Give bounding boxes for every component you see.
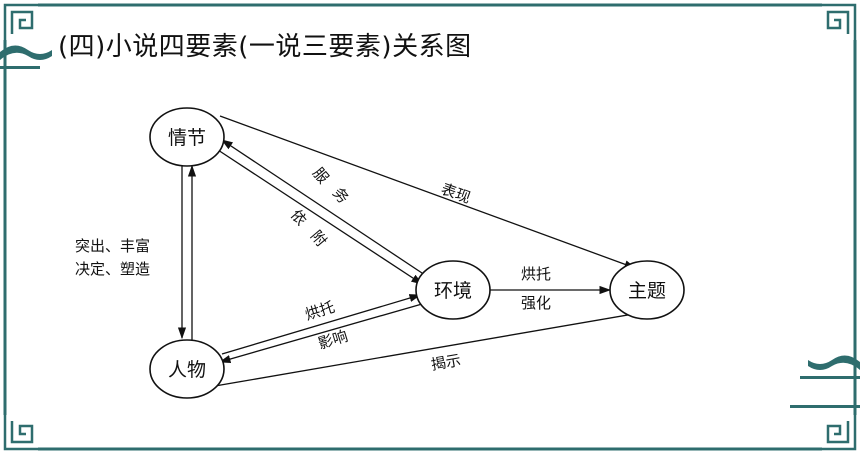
label-plot-theme: 表现 (439, 180, 473, 207)
node-character (149, 339, 225, 399)
label-environment-plot-a: 服 (309, 164, 332, 187)
edge-plot-to-environment (217, 149, 423, 285)
label-environment-character-1: 烘托 (303, 298, 337, 324)
edge-plot-to-theme (219, 115, 637, 269)
node-theme-label: 主题 (628, 280, 666, 302)
node-environment-label: 环境 (434, 280, 472, 302)
label-character-theme: 揭示 (430, 351, 463, 374)
node-character-label: 人物 (168, 359, 206, 381)
edge-character-to-theme (214, 309, 647, 387)
edge-environment-to-plot (221, 139, 426, 276)
label-plot-character-2: 决定、塑造 (75, 260, 150, 278)
label-environment-theme-1: 烘托 (521, 265, 551, 283)
edge-character-to-environment (221, 294, 422, 355)
label-environment-theme-2: 强化 (521, 294, 551, 312)
edge-environment-to-character (218, 303, 423, 364)
node-theme (609, 260, 685, 320)
page-title: (四)小说四要素(一说三要素)关系图 (58, 32, 472, 62)
label-environment-character-2: 影响 (316, 327, 350, 353)
frame-corner-ornaments (3, 3, 857, 451)
frame-cloud-ornaments (0, 45, 860, 408)
node-environment (415, 260, 491, 320)
node-plot-label: 情节 (168, 127, 206, 149)
node-plot (149, 107, 225, 167)
label-environment-plot-b: 务 (329, 184, 352, 207)
label-plot-character-1: 突出、丰富 (75, 237, 150, 255)
label-plot-environment-b: 附 (307, 227, 330, 250)
label-plot-environment-a: 依 (287, 206, 310, 229)
